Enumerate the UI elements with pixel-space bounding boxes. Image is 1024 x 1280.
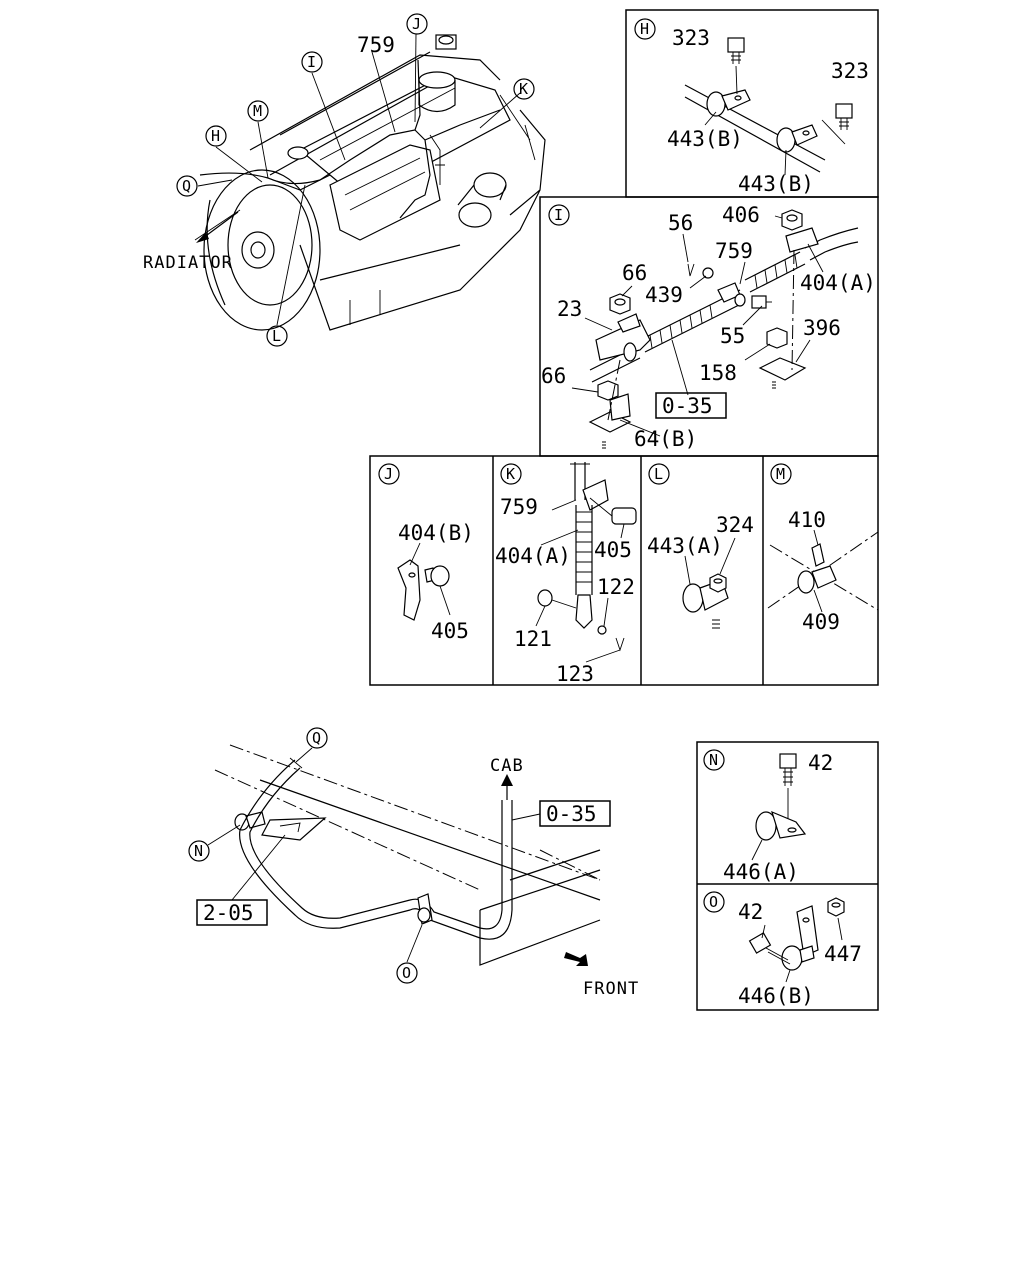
part-439: 439 [645,283,683,307]
svg-text:Q: Q [312,729,321,747]
callout-o-bottom: O [396,962,418,984]
ref-205: 2-05 [203,901,254,925]
svg-text:Q: Q [182,177,191,195]
detail-panels-no [696,741,879,1011]
front-arrow-icon [564,952,588,966]
svg-text:L: L [654,465,663,483]
part-410: 410 [788,508,826,532]
part-443a-l: 443(A) [647,534,723,558]
detail-panel-k: K 759 404(A) 405 122 121 123 [495,462,637,686]
callout-l: L [266,325,288,347]
svg-text:N: N [194,842,203,860]
panel-i-callout: I [548,204,570,226]
part-23: 23 [557,297,582,321]
part-55: 55 [720,324,745,348]
svg-text:J: J [384,465,393,483]
detail-panel-l: L 324 443(A) [647,463,754,629]
part-406: 406 [722,203,760,227]
part-323b: 323 [831,59,869,83]
panel-n-callout: N [703,749,725,771]
part-446b: 446(B) [738,984,814,1008]
svg-text:M: M [253,102,262,120]
panel-m-callout: M [770,463,792,485]
panel-l-callout: L [648,463,670,485]
svg-text:N: N [709,751,718,769]
part-56: 56 [668,211,693,235]
detail-panel-m: M 410 409 [767,463,879,634]
part-404a-i: 404(A) [800,271,876,295]
callout-k: K [513,78,535,100]
part-405-j: 405 [431,619,469,643]
svg-text:L: L [272,327,281,345]
svg-text:O: O [402,964,411,982]
callout-q: Q [176,175,198,197]
callout-m: M [247,100,269,122]
svg-text:K: K [506,465,515,483]
radiator-label: RADIATOR [143,253,233,273]
callout-j: J [406,13,428,35]
callout-n-bottom: N [188,840,210,862]
detail-panel-i: I [539,196,879,457]
part-404b: 404(B) [398,521,474,545]
svg-text:M: M [776,465,785,483]
svg-text:H: H [211,127,220,145]
callout-i: I [301,51,323,73]
part-158: 158 [699,361,737,385]
part-404a-k: 404(A) [495,544,571,568]
part-396: 396 [803,316,841,340]
detail-panel-n: N 42 446(A) [703,749,833,884]
part-443b-b: 443(B) [738,172,814,196]
part-122: 122 [597,575,635,599]
detail-panel-h: H 323 323 443(B) 443(B) [625,9,879,198]
part-409: 409 [802,610,840,634]
part-66a: 66 [622,261,647,285]
panel-o-callout: O [703,891,725,913]
part-66b: 66 [541,364,566,388]
part-759-k: 759 [500,495,538,519]
part-405-k: 405 [594,538,632,562]
ref-035-bottom: 0-35 [546,802,597,826]
detail-row-jklm [369,455,879,686]
svg-text:I: I [554,206,563,224]
part-42-o: 42 [738,900,763,924]
svg-text:K: K [519,80,528,98]
ref-035-top: 0-35 [662,394,713,418]
panel-k-callout: K [500,463,522,485]
detail-panel-j: J 404(B) 405 [378,463,474,643]
svg-text:H: H [640,20,649,38]
panel-h-callout: H [634,18,656,40]
part-759-i: 759 [715,239,753,263]
part-42-n: 42 [808,751,833,775]
part-64b: 64(B) [634,427,697,451]
part-759-main: 759 [357,33,395,57]
svg-text:O: O [709,893,718,911]
part-323a: 323 [672,26,710,50]
part-446a: 446(A) [723,860,799,884]
svg-text:J: J [412,15,421,33]
part-324: 324 [716,513,754,537]
part-447: 447 [824,942,862,966]
chassis-overview: CAB FRONT 0-35 2-05 Q N O [188,727,639,999]
front-label: FRONT [583,979,639,999]
panel-j-callout: J [378,463,400,485]
part-443b-a: 443(B) [667,127,743,151]
callout-q-bottom: Q [306,727,328,749]
callout-h: H [205,125,227,147]
cab-label: CAB [490,756,524,776]
engine-overview: RADIATOR 759 I J K M H Q L [143,13,546,347]
part-123: 123 [556,662,594,686]
svg-text:I: I [307,53,316,71]
detail-panel-o: O 42 447 446(B) [703,891,862,1008]
part-121: 121 [514,627,552,651]
